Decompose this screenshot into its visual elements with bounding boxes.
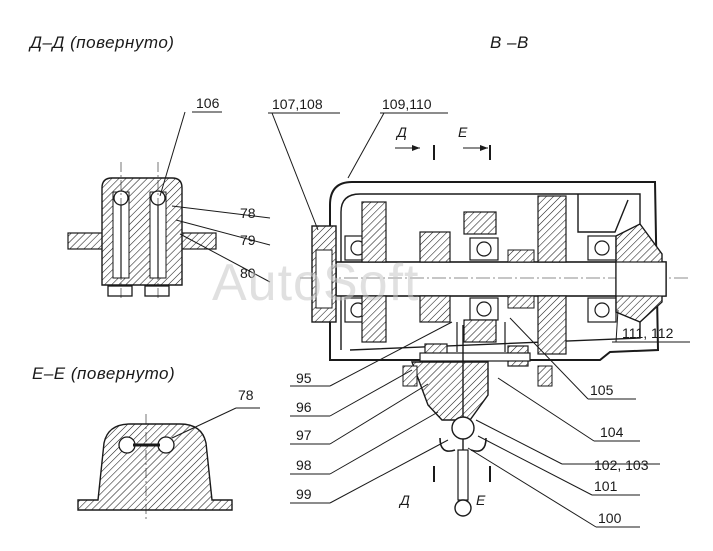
callout-78-top: 78 — [240, 205, 256, 221]
section-d-view — [67, 162, 217, 300]
callout-111-112: 111, 112 — [622, 325, 674, 341]
callout-106: 106 — [196, 95, 220, 111]
section-b-view — [300, 181, 690, 517]
section-d-title: Д–Д (повернуто) — [28, 33, 174, 52]
callout-79: 79 — [240, 232, 256, 248]
callout-97: 97 — [296, 427, 312, 443]
callout-96: 96 — [296, 399, 312, 415]
callout-98: 98 — [296, 457, 312, 473]
cut-marker-d-top: Д — [395, 124, 407, 140]
callout-102-103: 102, 103 — [594, 457, 649, 473]
cut-marker-d-bottom: Д — [398, 492, 410, 508]
cut-marker-e-bottom: Е — [476, 492, 486, 508]
watermark: AutoSoft — [212, 254, 419, 312]
cut-marker-e-top: Е — [458, 124, 468, 140]
callout-107-108: 107,108 — [272, 96, 323, 112]
callouts: 106 107,108 109,110 78 79 80 78 111, 112… — [196, 95, 674, 526]
callout-100: 100 — [598, 510, 622, 526]
callout-105: 105 — [590, 382, 614, 398]
callout-80: 80 — [240, 265, 256, 281]
callout-109-110: 109,110 — [382, 96, 432, 112]
bearing-middle — [469, 237, 499, 321]
bearing-right — [587, 235, 617, 323]
section-b-title: В –В — [490, 33, 529, 52]
callout-78-bottom: 78 — [238, 387, 254, 403]
callout-95: 95 — [296, 370, 312, 386]
section-e-title: Е–Е (повернуто) — [32, 364, 175, 383]
section-e-view — [77, 414, 233, 520]
callout-99: 99 — [296, 486, 312, 502]
callout-104: 104 — [600, 424, 624, 440]
cut-markers: Д Е Д Е — [395, 124, 491, 508]
leader-lines — [159, 111, 690, 528]
callout-101: 101 — [594, 478, 618, 494]
